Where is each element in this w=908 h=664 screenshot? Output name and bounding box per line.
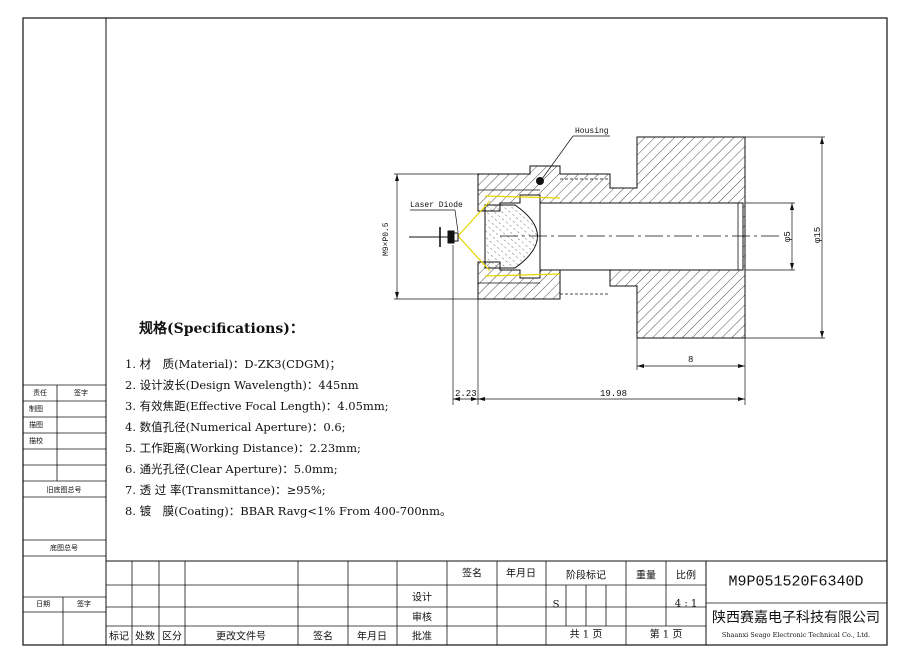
label-year-month-day: 年月日 xyxy=(506,568,536,580)
side-signature: 签字 xyxy=(77,600,91,608)
company-name-en: Shaanxi Seago Electronic Technical Co., … xyxy=(721,631,871,639)
side-drawn: 制图 xyxy=(29,405,43,413)
spec-item: 3. 有效焦距(Effective Focal Length)：4.05mm; xyxy=(125,399,389,413)
label-housing: Housing xyxy=(575,127,609,136)
label-sign: 签名 xyxy=(462,568,482,580)
label-review: 审核 xyxy=(412,612,432,624)
label-dim-8: 8 xyxy=(688,355,693,365)
col-zone: 区分 xyxy=(162,631,182,643)
side-table xyxy=(23,384,106,645)
label-thread: M9×P0.5 xyxy=(382,222,391,256)
side-responsibility: 责任 xyxy=(33,389,47,397)
page-number: 第 1 页 xyxy=(649,629,683,641)
col-date: 年月日 xyxy=(357,631,387,643)
col-signature: 签名 xyxy=(313,631,333,643)
label-laser-diode: Laser Diode xyxy=(410,201,463,210)
side-trace-check: 描校 xyxy=(29,437,43,445)
spec-item: 6. 通光孔径(Clear Aperture)：5.0mm; xyxy=(125,462,338,476)
total-pages: 共 1 页 xyxy=(569,629,603,641)
side-old-base-no: 旧底图总号 xyxy=(46,486,82,494)
label-scale: 比例 xyxy=(676,570,696,582)
leaders xyxy=(410,135,610,233)
housing-body xyxy=(477,136,746,339)
side-traced: 描图 xyxy=(29,421,43,429)
spec-item: 5. 工作距离(Working Distance)：2.23mm; xyxy=(125,441,361,455)
side-date: 日期 xyxy=(36,600,50,608)
drawing-border xyxy=(22,17,888,646)
spec-item: 7. 透 过 率(Transmittance)：≥95%; xyxy=(125,483,326,497)
spec-item: 4. 数值孔径(Numerical Aperture)：0.6; xyxy=(125,420,346,434)
col-mark: 标记 xyxy=(109,631,129,643)
lens-element xyxy=(484,204,538,269)
label-dim-2-23: 2.23 xyxy=(455,389,477,399)
spec-item: 2. 设计波长(Design Wavelength)：445nm xyxy=(125,378,359,392)
scale-value: 4 : 1 xyxy=(674,598,698,610)
label-stage-mark: 阶段标记 xyxy=(566,570,606,582)
spec-item: 1. 材 质(Material)：D-ZK3(CDGM)； xyxy=(125,357,342,371)
side-sign: 签字 xyxy=(74,389,88,397)
company-name-cn: 陕西赛嘉电子科技有限公司 xyxy=(712,610,880,626)
label-phi15: φ15 xyxy=(813,227,823,243)
drawing-number: M9P051520F6340D xyxy=(728,573,864,591)
side-base-no: 底图总号 xyxy=(50,544,78,552)
label-dim-19-98: 19.98 xyxy=(600,389,627,399)
dimensions xyxy=(394,136,825,405)
stage-value: S xyxy=(552,599,560,611)
label-approve: 批准 xyxy=(412,631,432,643)
col-change-doc: 更改文件号 xyxy=(216,631,266,643)
label-phi5: φ5 xyxy=(783,231,793,242)
laser-diode xyxy=(409,227,459,247)
spec-item: 8. 镀 膜(Coating)：BBAR Ravg<1% From 400-70… xyxy=(125,504,452,518)
spec-title: 规格(Specifications)： xyxy=(139,321,304,337)
title-block-grid xyxy=(106,560,887,645)
laser-beam xyxy=(457,195,561,277)
label-design: 设计 xyxy=(412,592,432,604)
col-count: 处数 xyxy=(135,631,155,643)
label-weight: 重量 xyxy=(636,570,656,582)
